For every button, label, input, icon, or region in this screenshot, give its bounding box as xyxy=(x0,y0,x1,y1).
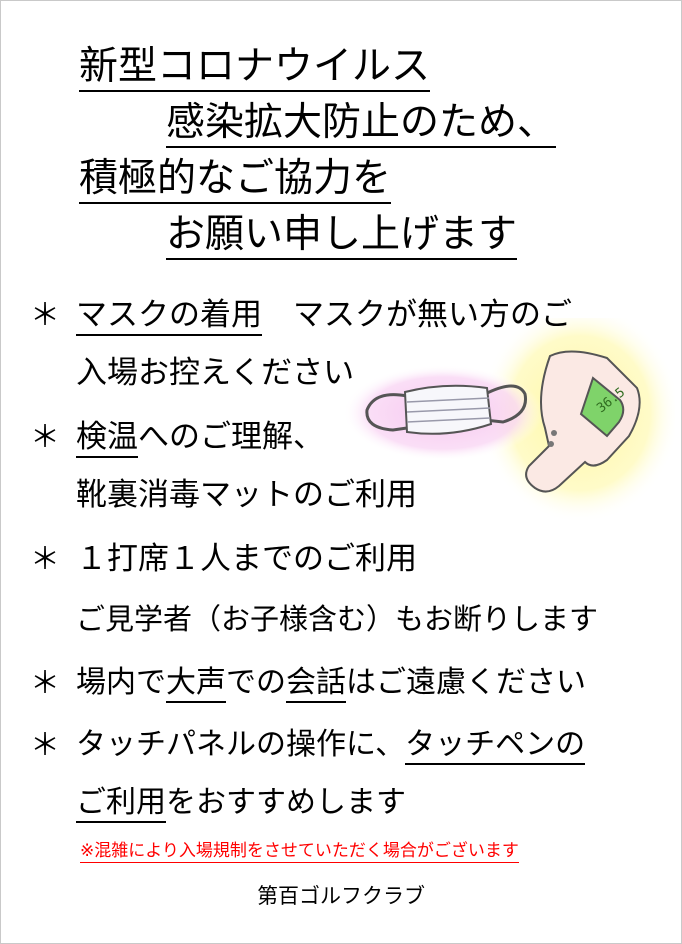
bullet-4-text-pre: 場内で xyxy=(76,665,166,700)
bullet-1-text: マスクが無い方のご xyxy=(262,297,572,333)
mask-wearing-emphasis: マスクの着用 xyxy=(76,297,262,336)
bullet-2-line-1: 検温へのご理解、 xyxy=(76,417,324,458)
title-line-4: お願い申し上げます xyxy=(166,212,518,260)
bullet-5-line-2: ご利用をおすすめします xyxy=(76,783,406,823)
bullet-4-text-mid: での xyxy=(226,665,286,700)
bullet-marker: ＊ xyxy=(30,666,60,701)
bullet-1-line-1: マスクの着用 マスクが無い方のご xyxy=(76,295,572,336)
thermometer-icon: 36.5 xyxy=(525,350,641,493)
title-line-1: 新型コロナウイルス xyxy=(79,44,431,92)
bullet-1-line-2: 入場お控えください xyxy=(76,355,355,391)
face-mask-icon xyxy=(365,384,528,435)
entry-restriction-notice: ※混雑により入場規制をさせていただく場合がございます xyxy=(80,841,519,863)
bullet-5-line-1: タッチパネルの操作に、タッチペンの xyxy=(76,725,586,765)
bullet-4-line-1: 場内で大声での会話はご遠慮ください xyxy=(76,663,586,703)
bullet-4-text-post: はご遠慮ください xyxy=(346,665,586,700)
usage-emphasis: ご利用 xyxy=(76,785,166,823)
bullet-marker: ＊ xyxy=(30,420,60,455)
bullet-5-text-post: をおすすめします xyxy=(166,785,406,820)
title-line-2: 感染拡大防止のため、 xyxy=(166,100,557,148)
bullet-5-text-pre: タッチパネルの操作に、 xyxy=(76,727,406,762)
bullet-marker: ＊ xyxy=(30,542,60,577)
bullet-2-line-2: 靴裏消毒マットのご利用 xyxy=(76,477,417,513)
bullet-marker: ＊ xyxy=(30,728,60,763)
club-name: 第百ゴルフクラブ xyxy=(257,884,425,908)
conversation-emphasis: 会話 xyxy=(286,665,346,703)
bullet-2-text: へのご理解、 xyxy=(138,419,324,455)
bullet-3-line-1: １打席１人までのご利用 xyxy=(76,541,417,577)
bullet-3-line-2: ご見学者（お子様含む）もお断りします xyxy=(76,602,599,636)
mask-thermometer-illustration: 36.5 xyxy=(345,318,675,523)
touch-pen-emphasis: タッチペンの xyxy=(405,727,586,765)
title-line-3: 積極的なご協力を xyxy=(79,156,392,204)
loud-voice-emphasis: 大声 xyxy=(166,665,226,703)
bullet-marker: ＊ xyxy=(30,298,60,333)
temperature-check-emphasis: 検温 xyxy=(76,419,138,458)
